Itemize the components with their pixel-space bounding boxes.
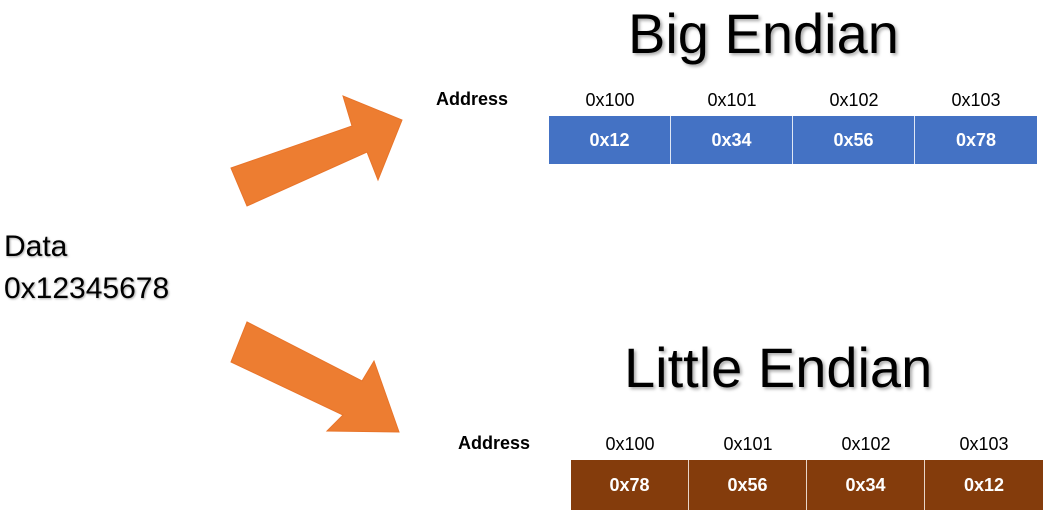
address-cell: 0x100	[605, 434, 655, 454]
big-endian-title: Big Endian	[628, 2, 899, 65]
byte-cell: 0x12	[925, 460, 1043, 510]
address-cell: 0x103	[951, 90, 1001, 110]
byte-cell: 0x56	[793, 116, 915, 164]
address-cell: 0x100	[585, 90, 635, 110]
address-cell: 0x102	[829, 90, 879, 110]
little-endian-memory-row: 0x78 0x56 0x34 0x12	[571, 460, 1043, 510]
address-cell: 0x103	[959, 434, 1009, 454]
big-endian-address-row: 0x100 0x101 0x102 0x103	[549, 89, 1037, 111]
little-endian-title: Little Endian	[624, 336, 933, 399]
address-cell: 0x101	[707, 90, 757, 110]
data-value: 0x12345678	[4, 272, 170, 305]
address-cell: 0x101	[723, 434, 773, 454]
big-endian-memory-row: 0x12 0x34 0x56 0x78	[549, 116, 1037, 164]
byte-cell: 0x78	[915, 116, 1037, 164]
byte-cell: 0x34	[807, 460, 925, 510]
address-cell: 0x102	[841, 434, 891, 454]
little-endian-address-label: Address	[458, 433, 531, 453]
byte-cell: 0x78	[571, 460, 689, 510]
big-endian-address-label: Address	[436, 89, 509, 109]
data-caption: Data	[4, 230, 68, 263]
byte-cell: 0x56	[689, 460, 807, 510]
byte-cell: 0x34	[671, 116, 793, 164]
data-label: Data 0x12345678	[4, 226, 169, 310]
arrow-to-big-endian-icon	[230, 95, 403, 207]
arrow-to-little-endian-icon	[230, 321, 400, 433]
little-endian-address-row: 0x100 0x101 0x102 0x103	[571, 433, 1043, 455]
byte-cell: 0x12	[549, 116, 671, 164]
